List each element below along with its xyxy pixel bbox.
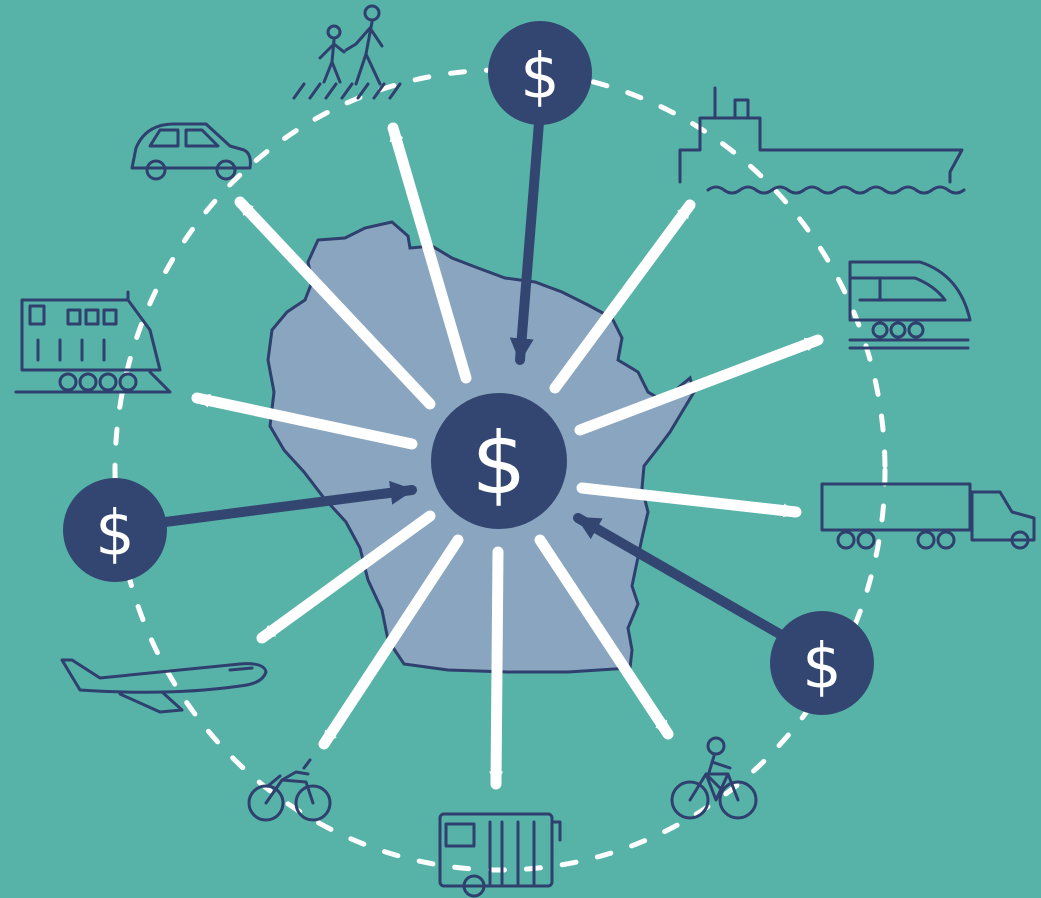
arrow-to-bicycle: [534, 534, 674, 740]
arrow-to-passenger-train: [574, 334, 824, 436]
funding-source-left: $: [63, 478, 167, 582]
car-icon: [130, 122, 252, 181]
funding-source-lower-right-dollar: $: [802, 630, 841, 703]
arrow-to-bus: [489, 546, 504, 790]
arrow-to-semi-truck: [576, 482, 802, 518]
funding-arrow-left: [145, 480, 417, 529]
central-fund-node: $: [431, 393, 567, 529]
motorcycle-icon: [247, 758, 332, 822]
freight-locomotive-icon: [14, 290, 172, 394]
arrow-to-motorcycle: [318, 534, 464, 750]
funding-arrows: [145, 105, 795, 645]
passenger-train-icon: [848, 260, 972, 350]
funding-source-lower-right: $: [770, 611, 874, 715]
arrow-to-locomotive: [191, 392, 418, 450]
arrow-to-car: [234, 196, 436, 410]
funding-arrow-lower-right: [573, 513, 795, 645]
outgoing-arrows: [191, 122, 824, 790]
funding-arrow-top: [509, 105, 545, 365]
arrow-to-pedestrians: [387, 122, 472, 384]
funding-source-top-dollar: $: [520, 40, 559, 113]
semi-truck-icon: [820, 482, 1036, 550]
bus-icon: [438, 812, 562, 898]
cargo-ship-icon: [678, 86, 966, 195]
arrow-to-airplane: [256, 510, 436, 644]
airplane-icon: [60, 658, 268, 714]
bicycle-icon: [670, 736, 758, 820]
arrow-to-cargo-ship: [549, 199, 696, 394]
pedestrians-icon: [292, 4, 402, 100]
funding-source-top: $: [488, 21, 592, 125]
funding-source-left-dollar: $: [95, 497, 134, 570]
central-dollar-sign: $: [472, 414, 527, 514]
